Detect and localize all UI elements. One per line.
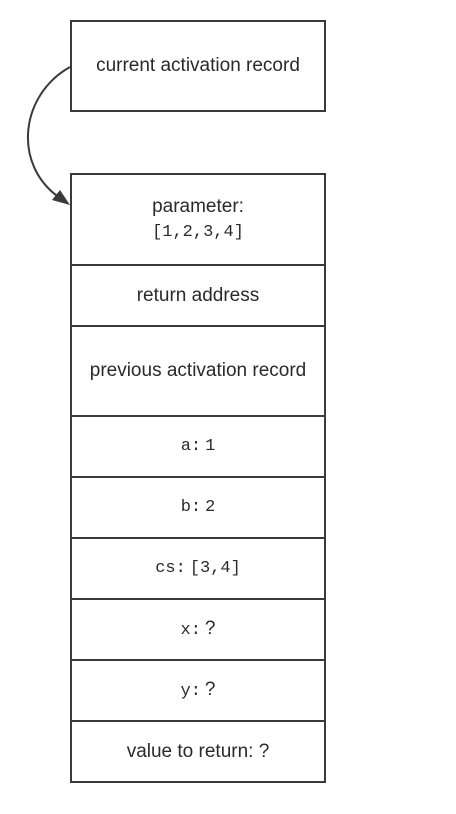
parameter-value: [1,2,3,4] [152, 222, 244, 242]
previous-activation-record-cell: previous activation record [72, 327, 324, 417]
variable-cell-y: y: ? [72, 661, 324, 722]
variable-value-b: 2 [205, 497, 216, 517]
variable-cell-b: b: 2 [72, 478, 324, 539]
pointer-arrowhead [52, 190, 70, 205]
variable-value-a: 1 [205, 436, 216, 456]
parameter-label: parameter: [152, 195, 244, 217]
previous-activation-record-label: previous activation record [89, 360, 307, 381]
value-to-return-label: value to return: ? [126, 740, 270, 762]
variable-value-y: ? [204, 678, 216, 700]
activation-record-frame: parameter: [1,2,3,4] return address prev… [70, 173, 326, 783]
variable-name-x: x: [180, 620, 201, 640]
variable-value-x: ? [204, 617, 216, 639]
value-to-return-cell: value to return: ? [72, 722, 324, 781]
variable-cell-x: x: ? [72, 600, 324, 661]
variable-cell-a: a: 1 [72, 417, 324, 478]
variable-value-cs: [3,4] [189, 558, 241, 578]
variable-name-b: b: [180, 497, 202, 517]
current-activation-record-box: current activation record [70, 20, 326, 112]
variable-name-y: y: [180, 681, 201, 701]
variable-cell-cs: cs: [3,4] [72, 539, 324, 600]
parameter-cell: parameter: [1,2,3,4] [72, 175, 324, 266]
pointer-curve [27, 66, 71, 199]
current-activation-record-label: current activation record [96, 55, 300, 76]
variable-name-a: a: [180, 436, 202, 456]
return-address-label: return address [136, 284, 260, 306]
return-address-cell: return address [72, 266, 324, 327]
variable-name-cs: cs: [155, 558, 186, 578]
